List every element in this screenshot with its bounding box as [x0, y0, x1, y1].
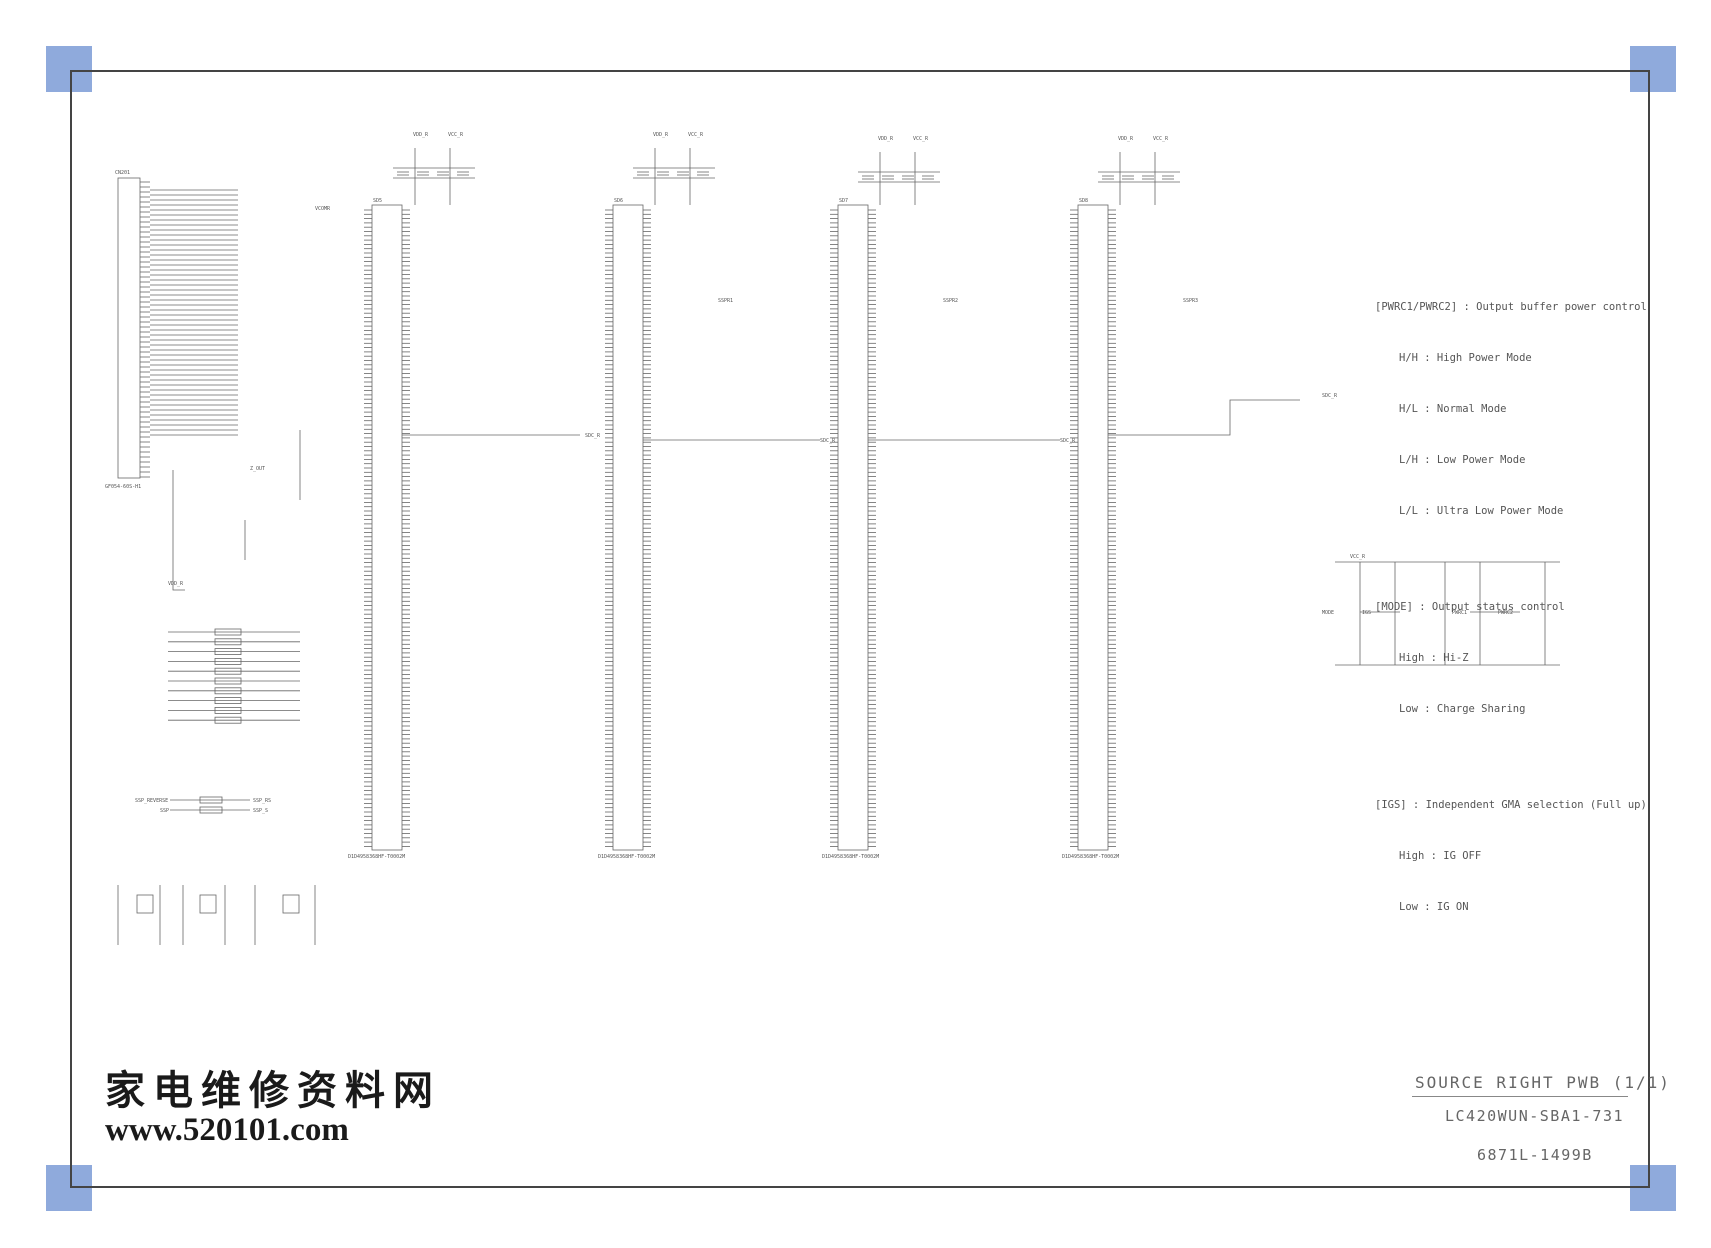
label-vdd-sd7: VDD_R [878, 136, 894, 142]
pwrc-mode-ll: L/L : Ultra Low Power Mode [1399, 505, 1564, 517]
label-sspr3: SSPR3 [1183, 298, 1198, 304]
watermark-url: www.520101.com [105, 1112, 349, 1148]
corner-marker-top-right [1630, 46, 1676, 92]
title-block-part-number: 6871L-1499B [1477, 1146, 1593, 1164]
corner-marker-bottom-left [46, 1165, 92, 1211]
pwrc-mode-hl: H/L : Normal Mode [1399, 403, 1507, 415]
title-block-title: SOURCE RIGHT PWB (1/1) [1415, 1073, 1671, 1092]
label-sd5: SD5 [373, 198, 382, 204]
label-pwrc2: PWRC2 [1498, 610, 1513, 616]
label-igs: IGS [1362, 610, 1371, 616]
label-sspr1: SSPR1 [718, 298, 733, 304]
label-vdd-sd6: VDD_R [653, 132, 669, 138]
label-cn201: CN201 [115, 170, 130, 176]
igs-low: Low : IG ON [1399, 901, 1469, 913]
igs-heading: [IGS] : Independent GMA selection (Full … [1375, 799, 1647, 811]
label-sd8: SD8 [1079, 198, 1088, 204]
title-block-divider [1412, 1096, 1628, 1097]
label-sd6-part: D1D4958368HF-T0002M [598, 854, 655, 860]
label-sd7: SD7 [839, 198, 848, 204]
label-vcc-sd8: VCC_R [1153, 136, 1169, 142]
label-ssp-reverse: SSP_REVERSE [135, 798, 168, 804]
label-sd7-part: D1D4958368HF-T0002M [822, 854, 879, 860]
mode-high: High : Hi-Z [1399, 652, 1469, 664]
igs-high: High : IG OFF [1399, 850, 1482, 862]
corner-marker-top-left [46, 46, 92, 92]
label-sspr2: SSPR2 [943, 298, 958, 304]
ic-sd8 [1077, 204, 1109, 851]
label-sd5-part: D1D4958368HF-T0002M [348, 854, 405, 860]
label-vcc-r-right: VCC_R [1350, 554, 1366, 560]
mode-heading: [MODE] : Output status control [1375, 601, 1565, 613]
label-pwrc1: PWRC1 [1452, 610, 1467, 616]
label-vcc-sd6: VCC_R [688, 132, 704, 138]
title-block-model: LC420WUN-SBA1-731 [1445, 1107, 1625, 1125]
label-sdc-r-3: SDC_R [1060, 438, 1076, 444]
notes-block: [PWRC1/PWRC2] : Output buffer power cont… [1375, 265, 1647, 933]
ic-sd5 [371, 204, 403, 851]
label-sd8-part: D1D4958368HF-T0002M [1062, 854, 1119, 860]
drawing-frame [70, 70, 1650, 1188]
label-z-out: Z_OUT [250, 466, 265, 472]
label-vcc-sd5: VCC_R [448, 132, 464, 138]
label-ssp-rs: SSP_RS [253, 798, 271, 804]
label-sdc-r-2: SDC_R [820, 438, 836, 444]
label-sdc-r-1: SDC_R [585, 433, 601, 439]
connector-cn201 [117, 177, 141, 479]
mode-low: Low : Charge Sharing [1399, 703, 1526, 715]
label-connector-part: GF054-60S-H1 [105, 484, 141, 490]
watermark-chinese: 家电维修资料网 [105, 1067, 441, 1114]
label-vdd-r-left: VDD_R [168, 581, 184, 587]
label-vdd-sd5: VDD_R [413, 132, 429, 138]
pwrc-mode-lh: L/H : Low Power Mode [1399, 454, 1526, 466]
label-ssp: SSP [160, 808, 169, 814]
corner-marker-bottom-right [1630, 1165, 1676, 1211]
label-vdd-sd8: VDD_R [1118, 136, 1134, 142]
label-sd6: SD6 [614, 198, 623, 204]
label-vcc-sd7: VCC_R [913, 136, 929, 142]
label-sdc-r-4: SDC_R [1322, 393, 1338, 399]
ic-sd6 [612, 204, 644, 851]
ic-sd7 [837, 204, 869, 851]
label-ssp-s: SSP_S [253, 808, 268, 814]
label-mode: MODE [1322, 610, 1334, 616]
pwrc-heading: [PWRC1/PWRC2] : Output buffer power cont… [1375, 301, 1647, 313]
label-vcomr: VCOMR [315, 206, 331, 212]
pwrc-mode-hh: H/H : High Power Mode [1399, 352, 1532, 364]
